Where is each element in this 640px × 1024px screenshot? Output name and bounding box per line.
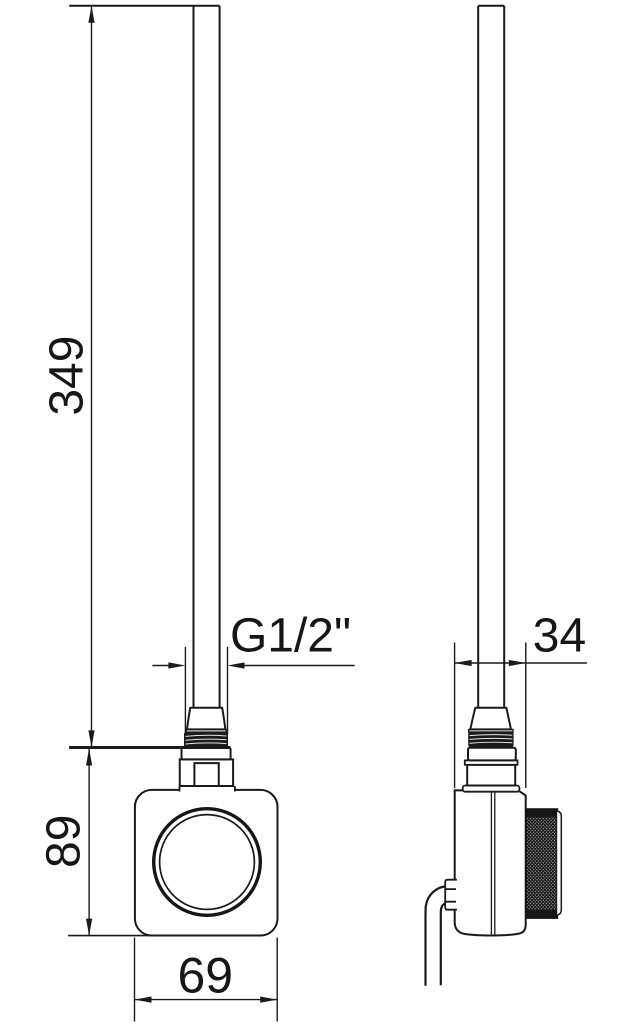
svg-text:34: 34: [533, 610, 586, 663]
svg-text:349: 349: [41, 336, 94, 416]
svg-text:G1/2": G1/2": [230, 610, 351, 663]
svg-text:69: 69: [177, 948, 233, 1004]
svg-text:89: 89: [38, 815, 91, 868]
